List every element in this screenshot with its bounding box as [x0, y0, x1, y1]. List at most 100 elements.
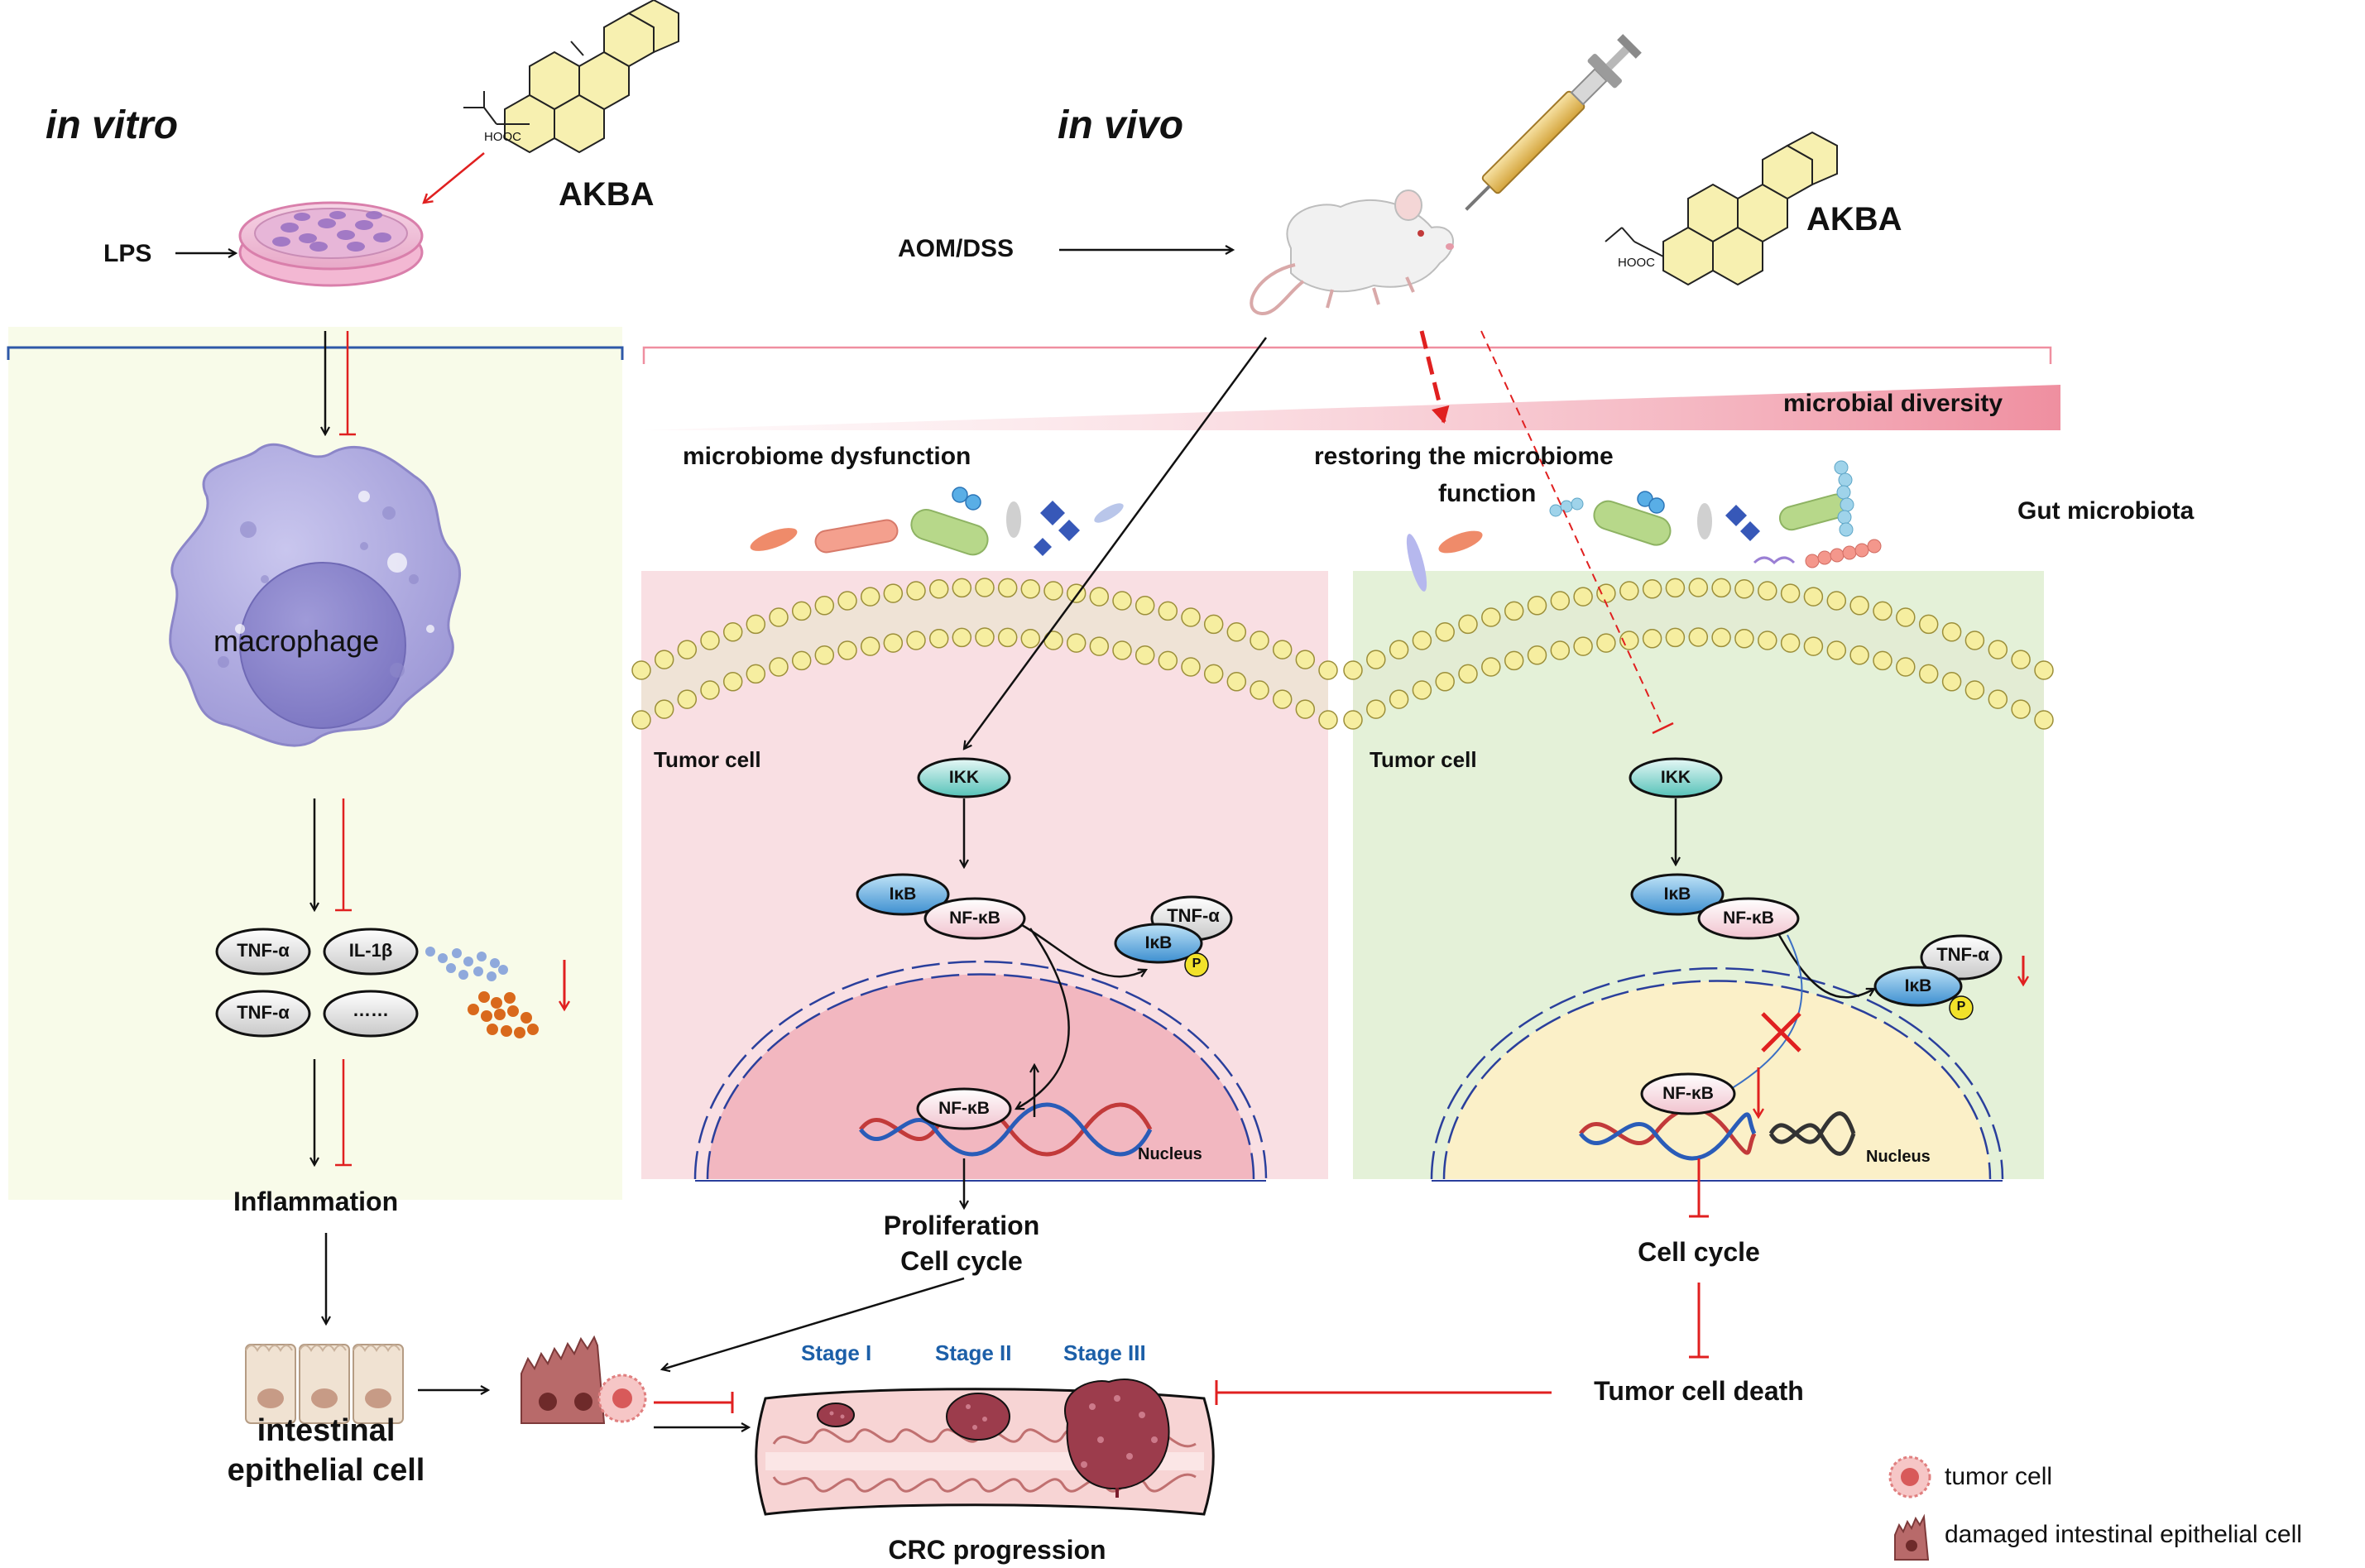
mouse-illustration [1250, 189, 1454, 316]
membrane-bead [975, 578, 995, 597]
tumor-stage-1 [817, 1403, 855, 1427]
membrane-bead [1135, 645, 1155, 665]
membrane-bead [1226, 672, 1247, 692]
membrane-bead [700, 680, 720, 700]
proliferation-to-damaged-arrow [662, 1277, 965, 1369]
cell-cycle-label-right: Cell cycle [1638, 1237, 1760, 1267]
membrane-bead [1158, 650, 1178, 671]
nfkb-nucleus-right [1640, 1072, 1736, 1115]
ikb2-label-right: IκB [1904, 976, 1932, 995]
membrane-bead [1481, 607, 1501, 627]
cytokine-tnf-1 [215, 928, 311, 976]
phospho-ikb-left [1114, 895, 1233, 977]
membrane-bead [1964, 631, 1985, 650]
membrane-bead [1318, 660, 1338, 680]
syringe-illustration [1465, 34, 1642, 211]
membrane-bead [1665, 578, 1686, 598]
akba-restore-arrow [1419, 330, 1450, 424]
membrane-bead [1896, 657, 1916, 677]
membrane-bead [837, 640, 857, 660]
membrane-bead [677, 689, 698, 709]
membrane-bead [631, 660, 651, 680]
bacteria-left [750, 487, 1124, 556]
aom-to-ikk-arrow [964, 337, 1268, 749]
ikb-label-right: IκB [1663, 885, 1691, 904]
membrane-bead [1458, 664, 1478, 684]
membrane-bead [1066, 633, 1087, 653]
ikb-nfkb-complex-left [856, 873, 1026, 940]
membrane-bead [1181, 607, 1201, 627]
membrane-bead [1343, 660, 1363, 680]
tumor-texture [829, 1395, 1158, 1468]
p-label-right: P [1956, 1000, 1966, 1014]
membrane-bead [1366, 650, 1386, 669]
membrane-bead [860, 636, 880, 656]
nfkb-label-right: NF-κB [1723, 909, 1774, 928]
membrane-bead [1158, 601, 1178, 621]
membrane-bead [1250, 680, 1269, 700]
membrane-bead [1295, 699, 1316, 719]
phospho-ikb-right [1873, 934, 2003, 1020]
membrane-bead [1803, 587, 1824, 607]
membrane-bead [1964, 680, 1985, 700]
membrane-bead [1826, 591, 1847, 611]
petri-dish [238, 201, 424, 287]
membrane-bead [722, 672, 743, 692]
membrane-bead [1803, 636, 1824, 656]
membrane-bead [1918, 614, 1939, 635]
nfkb-nucleus-left [916, 1087, 1012, 1130]
membrane-bead [1089, 636, 1110, 656]
membrane-bead [1711, 627, 1731, 648]
membrane-bead [769, 657, 789, 677]
membrane-bead [1295, 650, 1316, 669]
stage-1-label: Stage I [801, 1340, 872, 1365]
membrane-bead [791, 650, 812, 671]
membrane-bead [1226, 622, 1247, 642]
membrane-bead [883, 633, 904, 653]
membrane-bead [1849, 645, 1869, 665]
membrane-bead [1988, 689, 2008, 709]
membrane-bead [952, 627, 972, 648]
membrane-bead [1527, 596, 1547, 616]
hooc-label-left: HOOC [484, 130, 521, 144]
in-vivo-label: in vivo [1058, 103, 1184, 147]
akba-label-right: AKBA [1806, 201, 1902, 237]
membrane-bead [1688, 627, 1709, 647]
membrane-bead [1272, 640, 1293, 659]
membrane-bead [1250, 631, 1269, 650]
membrane-bead [1020, 629, 1041, 649]
nucleus-left [693, 960, 1268, 1182]
microbiome-dysfunction-label: microbiome dysfunction [683, 443, 971, 470]
nfkb-release-arrow-right [1777, 934, 1874, 999]
membrane-bead [1550, 591, 1571, 611]
membrane-bead [883, 583, 904, 603]
tumor-cell-death-label: Tumor cell death [1594, 1376, 1804, 1406]
membrane-bead [1504, 650, 1524, 671]
ikb-label-left: IκB [889, 885, 917, 904]
membrane-bead [1412, 680, 1432, 700]
legend-damaged-icon [1894, 1513, 1930, 1561]
ikb-nfkb-complex-right [1630, 873, 1800, 940]
cytokine-label-3: TNF-α [237, 1002, 290, 1023]
intestinal-label-2: epithelial cell [227, 1453, 425, 1488]
membrane-bead [654, 699, 674, 719]
membrane-bead [1941, 622, 1962, 642]
membrane-bead [1573, 587, 1593, 607]
membrane-bead [1758, 581, 1777, 601]
legend-damaged-label: damaged intestinal epithelial cell [1945, 1521, 2302, 1548]
damaged-epithelial-cells [520, 1335, 647, 1424]
in-vitro-bracket [7, 346, 624, 360]
tumor-stage-2 [946, 1393, 1010, 1441]
membrane-bead [928, 579, 949, 599]
membrane-bead [2034, 710, 2054, 730]
ikk-label-left: IKK [948, 768, 980, 787]
membrane-bead [1043, 631, 1063, 650]
cytokine-label-2: IL-1β [348, 940, 393, 961]
microbial-diversity-label: microbial diversity [1783, 390, 2003, 417]
tnf-label-left: TNF-α [1167, 905, 1220, 926]
membrane-bead [952, 578, 972, 598]
membrane-bead [1573, 636, 1593, 656]
membrane-bead [1734, 579, 1754, 599]
